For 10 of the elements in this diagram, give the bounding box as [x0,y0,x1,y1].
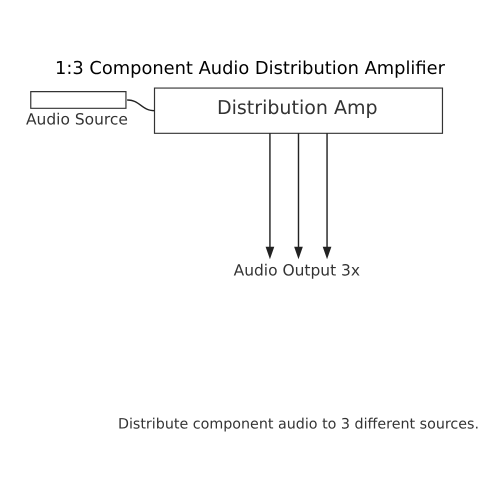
node-box [30,90,127,108]
connector [127,98,155,111]
arrow [322,132,332,259]
arrow [266,132,274,259]
node-text: Audio Output 3x [234,260,360,279]
node-box: Distribution Amp [154,86,444,134]
caption: Distribute component audio to 3 different sources. [118,416,480,432]
arrow [294,132,303,259]
diagram-title: 1:3 Component Audio Distribution Amplifier [55,57,445,78]
node-label: Audio Source [26,110,128,128]
